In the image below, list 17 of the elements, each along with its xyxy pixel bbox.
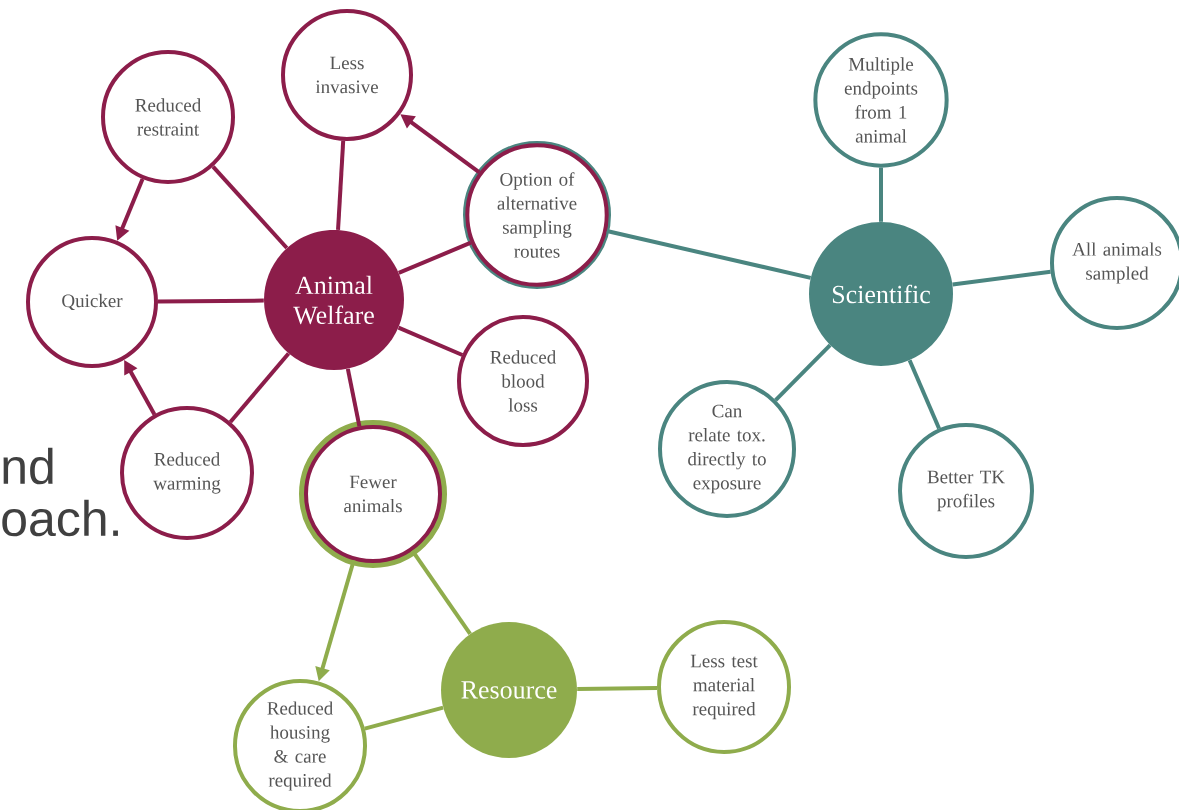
connector-line	[228, 352, 291, 424]
connector-line	[410, 549, 472, 636]
connector-line	[211, 165, 289, 250]
connector-line	[345, 368, 362, 427]
connector-line	[397, 325, 464, 357]
connector-line	[774, 343, 832, 402]
connector-line	[364, 705, 444, 731]
connector-line	[879, 167, 883, 222]
slide-text: oach.	[2, 499, 118, 537]
connector-line	[606, 229, 812, 280]
connector-line	[952, 269, 1051, 287]
connector-line	[398, 240, 472, 275]
slide-text: nd	[3, 447, 53, 485]
connector-line	[577, 685, 658, 692]
connector-line	[158, 298, 264, 304]
connector-line	[907, 359, 941, 430]
connector-line	[336, 140, 346, 231]
